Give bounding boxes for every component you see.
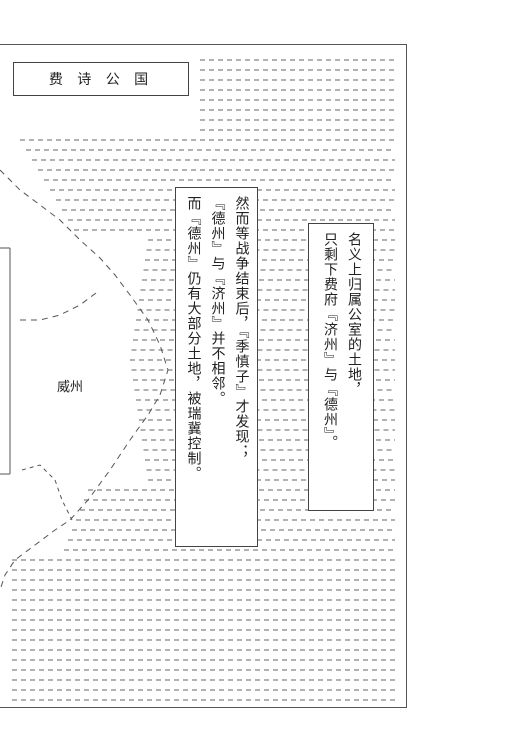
map-region-label: 威州 bbox=[57, 380, 84, 395]
text-column: 而『德州』仍有大部分土地，被瑞冀控制。 bbox=[185, 196, 202, 481]
text-box-middle: 然而等战争结束后，『季慎子』才发现； 『德州』与『济州』并不相邻。 而『德州』仍… bbox=[175, 187, 258, 547]
text-column: 名义上归属公室的土地， bbox=[346, 232, 362, 397]
text-column: 『德州』与『济州』并不相邻。 bbox=[209, 196, 226, 406]
map-border-lines bbox=[0, 169, 169, 591]
text-column: 只剩下费府『济州』与『德州』。 bbox=[322, 232, 338, 450]
text-column: 然而等战争结束后，『季慎子』才发现； bbox=[233, 196, 250, 459]
text-box-right: 名义上归属公室的土地， 只剩下费府『济州』与『德州』。 bbox=[308, 223, 374, 511]
panel-frame bbox=[0, 44, 407, 708]
page-title: 费 诗 公 国 bbox=[13, 62, 189, 96]
